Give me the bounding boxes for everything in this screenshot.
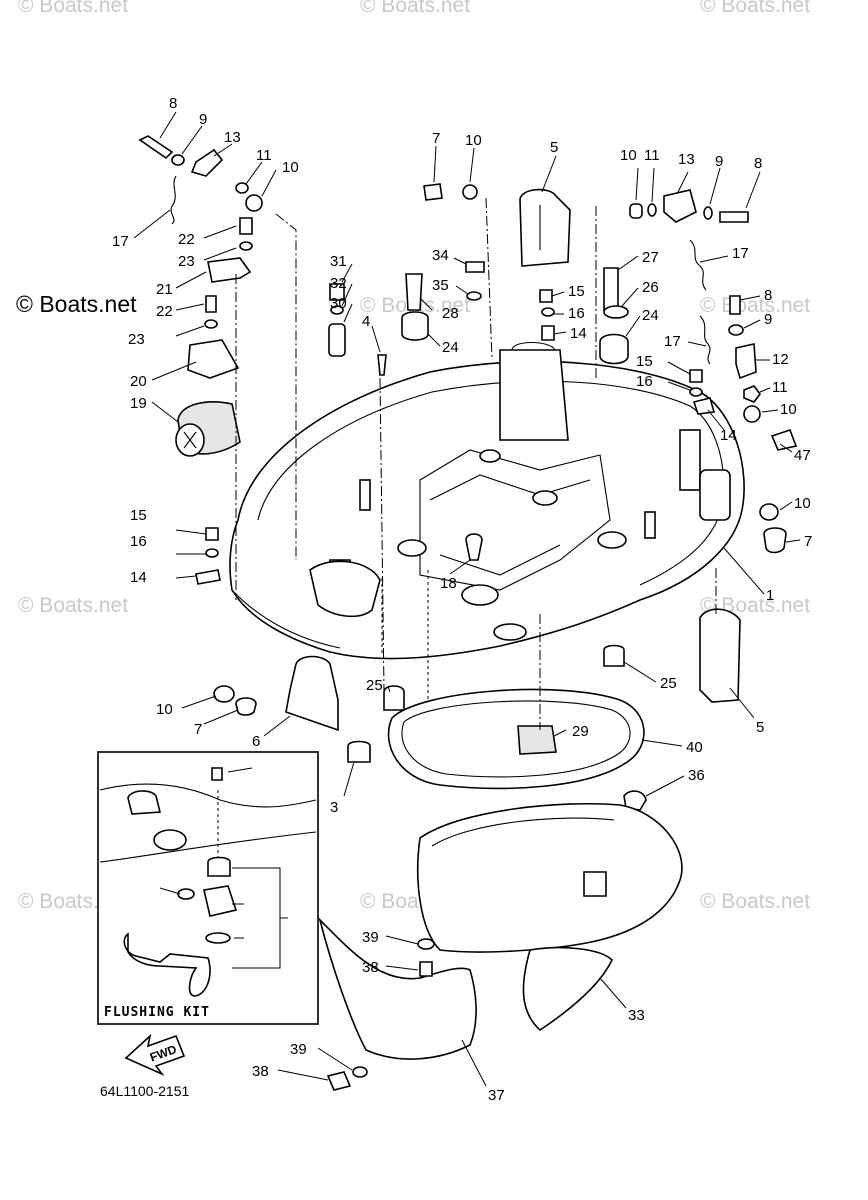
- part-label: 36: [688, 767, 705, 784]
- part-label: 40: [686, 739, 703, 756]
- part-label: 9: [715, 153, 723, 170]
- watermark-text: © Boats.net: [700, 294, 810, 317]
- leader-lines: [133, 111, 801, 1087]
- part-label: 35: [432, 277, 449, 294]
- part-label: 3: [330, 799, 338, 816]
- watermark-text: © Boats.net: [360, 0, 470, 17]
- flushing-kit-inset: FLUSHING KIT: [97, 751, 319, 1025]
- part-label: 8: [754, 155, 762, 172]
- upper-left-parts: [138, 135, 263, 457]
- part-label: 27: [642, 249, 659, 266]
- inset-title: FLUSHING KIT: [104, 1005, 210, 1020]
- part-label: 26: [642, 279, 659, 296]
- part-label: 17: [112, 233, 129, 250]
- part-label: 10: [465, 132, 482, 149]
- part-label: 17: [732, 245, 749, 262]
- part-label: 34: [432, 247, 449, 264]
- part-label: 47: [794, 447, 811, 464]
- part-label: 5: [756, 719, 764, 736]
- bottom-cowling: [229, 341, 745, 700]
- part-label: 10: [780, 401, 797, 418]
- lower-parts: [213, 533, 741, 1091]
- part-label: 15: [130, 507, 147, 524]
- part-label: 31: [330, 253, 347, 270]
- part-label: 10: [282, 159, 299, 176]
- part-label: 24: [442, 339, 459, 356]
- part-label: 38: [362, 959, 379, 976]
- part-label: 38: [252, 1063, 269, 1080]
- part-label: 24: [642, 307, 659, 324]
- part-label: 11: [644, 147, 660, 164]
- part-label: 14: [130, 569, 147, 586]
- part-label: 8: [764, 287, 772, 304]
- part-label: 14: [570, 325, 587, 342]
- part-label: 23: [178, 253, 195, 270]
- part-label: 17: [664, 333, 681, 350]
- part-label: 16: [568, 305, 585, 322]
- part-label: 23: [128, 331, 145, 348]
- watermark-text: © Boats.net: [700, 0, 810, 17]
- part-label: 22: [178, 231, 195, 248]
- part-label: 21: [156, 281, 173, 298]
- part-label: 11: [256, 147, 272, 164]
- part-label: 16: [130, 533, 147, 550]
- part-label: 9: [764, 311, 772, 328]
- part-label: 14: [720, 427, 737, 444]
- upper-right-parts: [599, 189, 798, 554]
- part-label: 19: [130, 395, 147, 412]
- part-label: 29: [572, 723, 589, 740]
- part-label: 13: [678, 151, 695, 168]
- part-label: 15: [568, 283, 585, 300]
- part-label: 33: [628, 1007, 645, 1024]
- part-label: 6: [252, 733, 260, 750]
- part-label: 5: [550, 139, 558, 156]
- part-label: 13: [224, 129, 241, 146]
- part-label: 37: [488, 1087, 505, 1104]
- part-label: 10: [620, 147, 637, 164]
- part-label: 12: [772, 351, 789, 368]
- part-label: 1: [766, 587, 774, 604]
- part-label: 28: [442, 305, 459, 322]
- part-label: 32: [330, 275, 347, 292]
- part-label: 9: [199, 111, 207, 128]
- fwd-arrow: FWD: [124, 1033, 186, 1076]
- part-label: 7: [804, 533, 812, 550]
- watermark-text: © Boats.net: [700, 890, 810, 913]
- part-label: 30: [330, 295, 347, 312]
- part-label: 18: [440, 575, 457, 592]
- watermark-text-dark: © Boats.net: [16, 291, 137, 317]
- part-label: 25: [660, 675, 677, 692]
- part-label: 15: [636, 353, 653, 370]
- part-label: 8: [169, 95, 177, 112]
- left-side-parts: [195, 527, 221, 585]
- part-number-labels: 8 9 13 11 10 17 22 23 21 22 23 20 19 7 1…: [112, 95, 812, 1104]
- part-label: 16: [636, 373, 653, 390]
- diagram-code: 64L1100-2151: [100, 1083, 189, 1099]
- upper-center-parts: [328, 183, 571, 376]
- part-label: 10: [794, 495, 811, 512]
- part-label: 22: [156, 303, 173, 320]
- part-label: 39: [362, 929, 379, 946]
- part-label: 20: [130, 373, 147, 390]
- part-label: 11: [772, 379, 788, 396]
- part-label: 4: [362, 313, 370, 330]
- part-label: 7: [432, 130, 440, 147]
- part-label: 7: [194, 721, 202, 738]
- watermark-text: © Boats.net: [18, 0, 128, 17]
- part-label: 39: [290, 1041, 307, 1058]
- part-label: 25: [366, 677, 383, 694]
- watermark-text: © Boats.net: [18, 594, 128, 617]
- part-label: 10: [156, 701, 173, 718]
